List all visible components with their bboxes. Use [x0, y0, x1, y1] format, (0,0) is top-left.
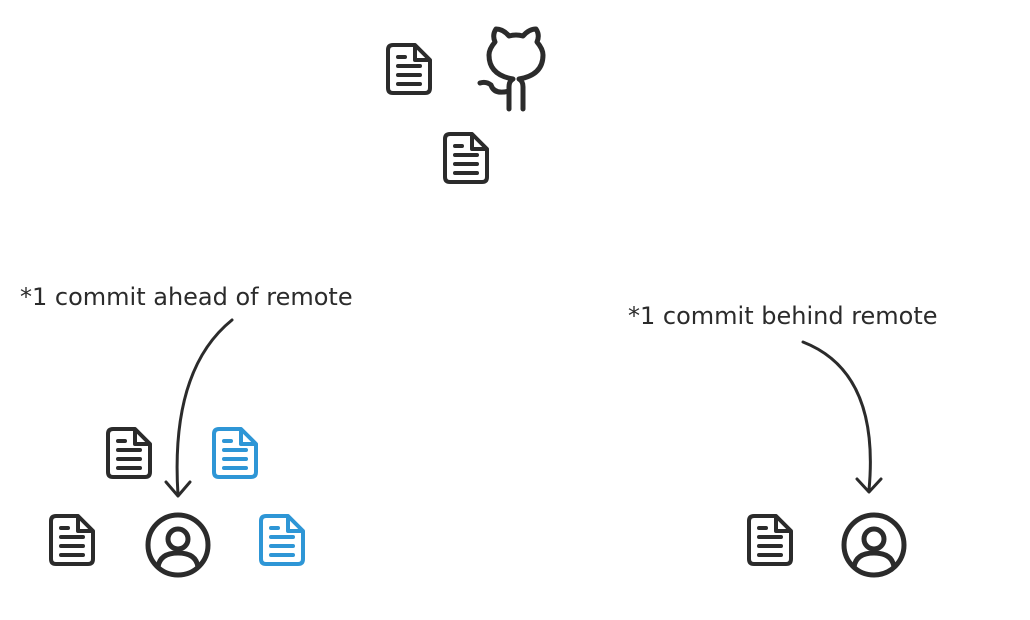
- local-document-icon: [106, 427, 152, 479]
- local-document-icon: [49, 514, 95, 566]
- commit-ahead-label: *1 commit ahead of remote: [20, 283, 353, 311]
- arrow-behind: [801, 340, 883, 494]
- new-commit-document-icon: [212, 427, 258, 479]
- commit-behind-label: *1 commit behind remote: [628, 302, 938, 330]
- github-icon: [477, 26, 546, 112]
- new-commit-document-icon: [259, 514, 305, 566]
- arrow-ahead: [164, 318, 234, 498]
- user-icon: [148, 515, 208, 575]
- local-document-icon: [747, 514, 793, 566]
- remote-document-icon: [443, 132, 489, 184]
- remote-document-icon: [386, 43, 432, 95]
- user-icon: [844, 515, 904, 575]
